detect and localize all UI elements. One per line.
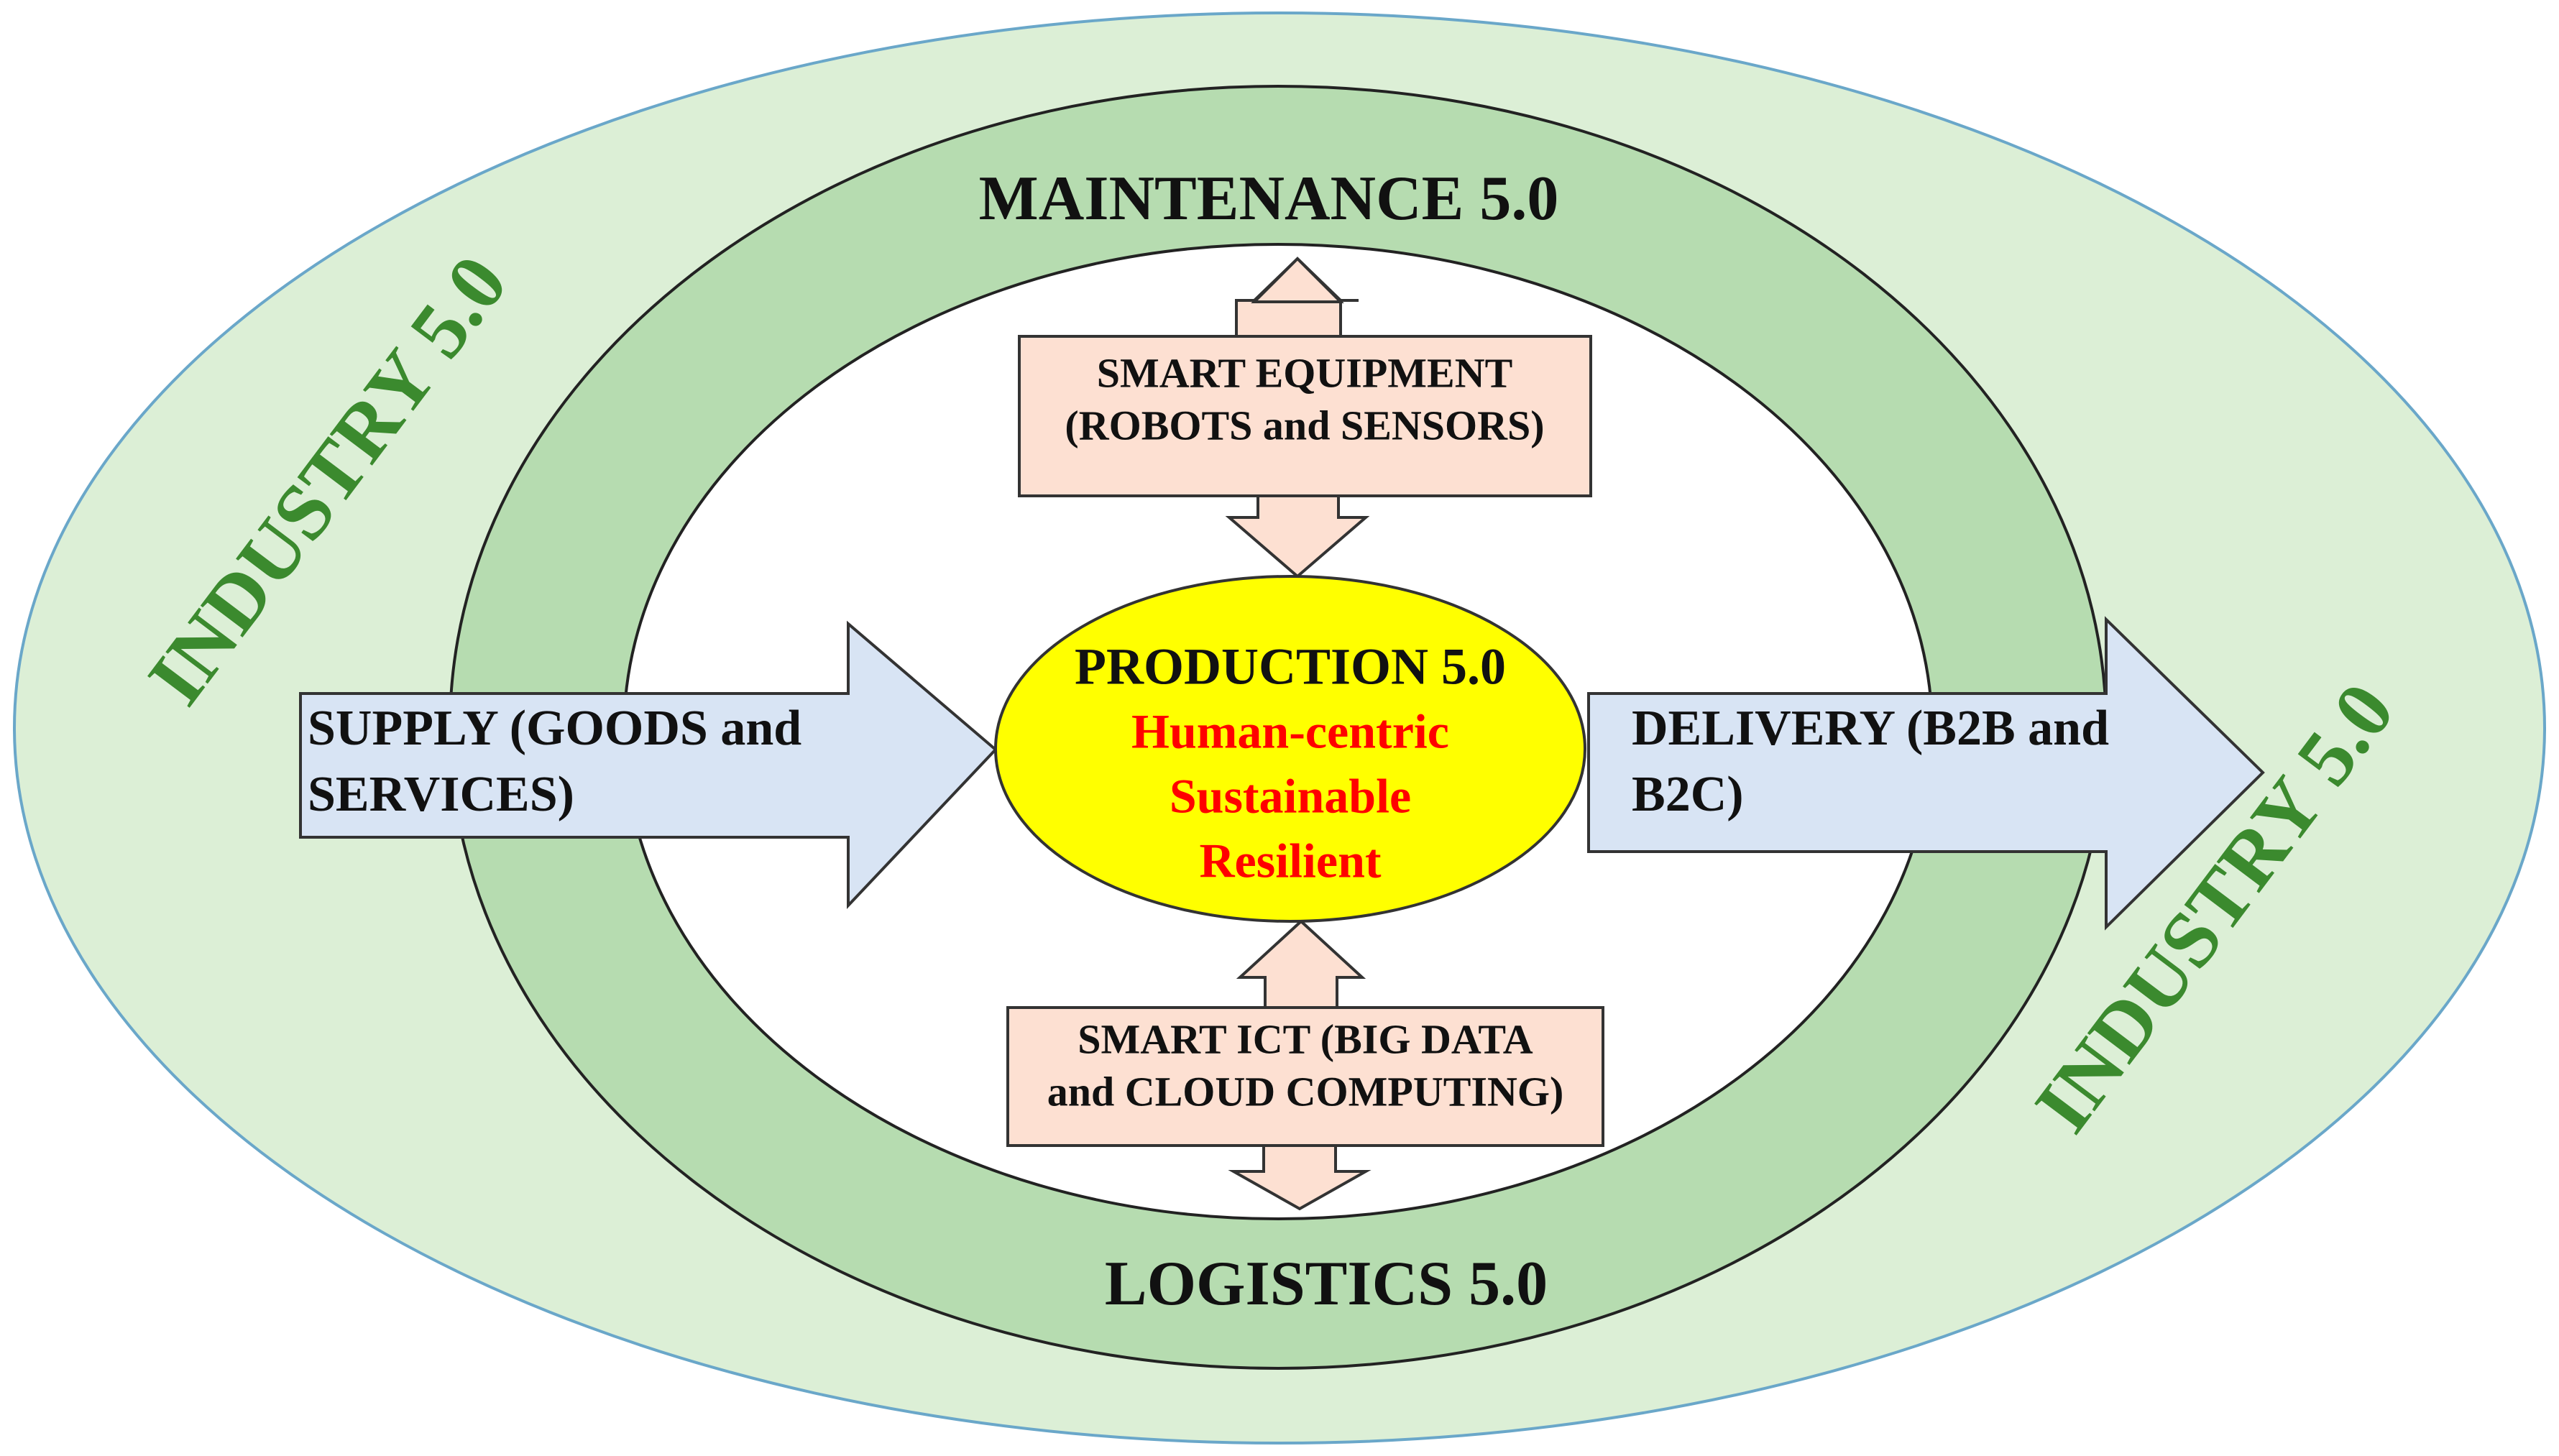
smart-ict-box (1006, 1006, 1604, 1147)
equipment-down-arrow (1225, 494, 1370, 579)
production-attribute-human-centric: Human-centric (1131, 704, 1449, 759)
smart-equipment-line2: (ROBOTS and SENSORS) (1065, 402, 1544, 448)
delivery-arrow-line1: DELIVERY (B2B and (1632, 701, 2109, 756)
supply-arrow (299, 620, 998, 910)
delivery-arrow (1587, 616, 2265, 931)
smart-equipment-line1: SMART EQUIPMENT (1097, 349, 1513, 396)
production-attribute-resilient: Resilient (1199, 834, 1381, 888)
logistics-title: LOGISTICS 5.0 (1105, 1249, 1548, 1319)
maintenance-title: MAINTENANCE 5.0 (979, 164, 1559, 234)
production-title: PRODUCTION 5.0 (1075, 638, 1506, 696)
supply-arrow-line2: SERVICES) (308, 767, 574, 822)
smart-ict-line2: and CLOUD COMPUTING) (1047, 1068, 1564, 1115)
delivery-arrow-line2: B2C) (1632, 767, 1744, 822)
smart-equipment-box (1018, 335, 1592, 497)
equipment-up-arrow-head (1251, 257, 1344, 303)
production-ellipse (994, 575, 1586, 923)
supply-arrow-line1: SUPPLY (GOODS and (308, 701, 801, 756)
ict-down-arrow (1228, 1144, 1372, 1211)
production-attribute-sustainable: Sustainable (1170, 769, 1411, 824)
smart-ict-line1: SMART ICT (BIG DATA (1078, 1015, 1533, 1062)
